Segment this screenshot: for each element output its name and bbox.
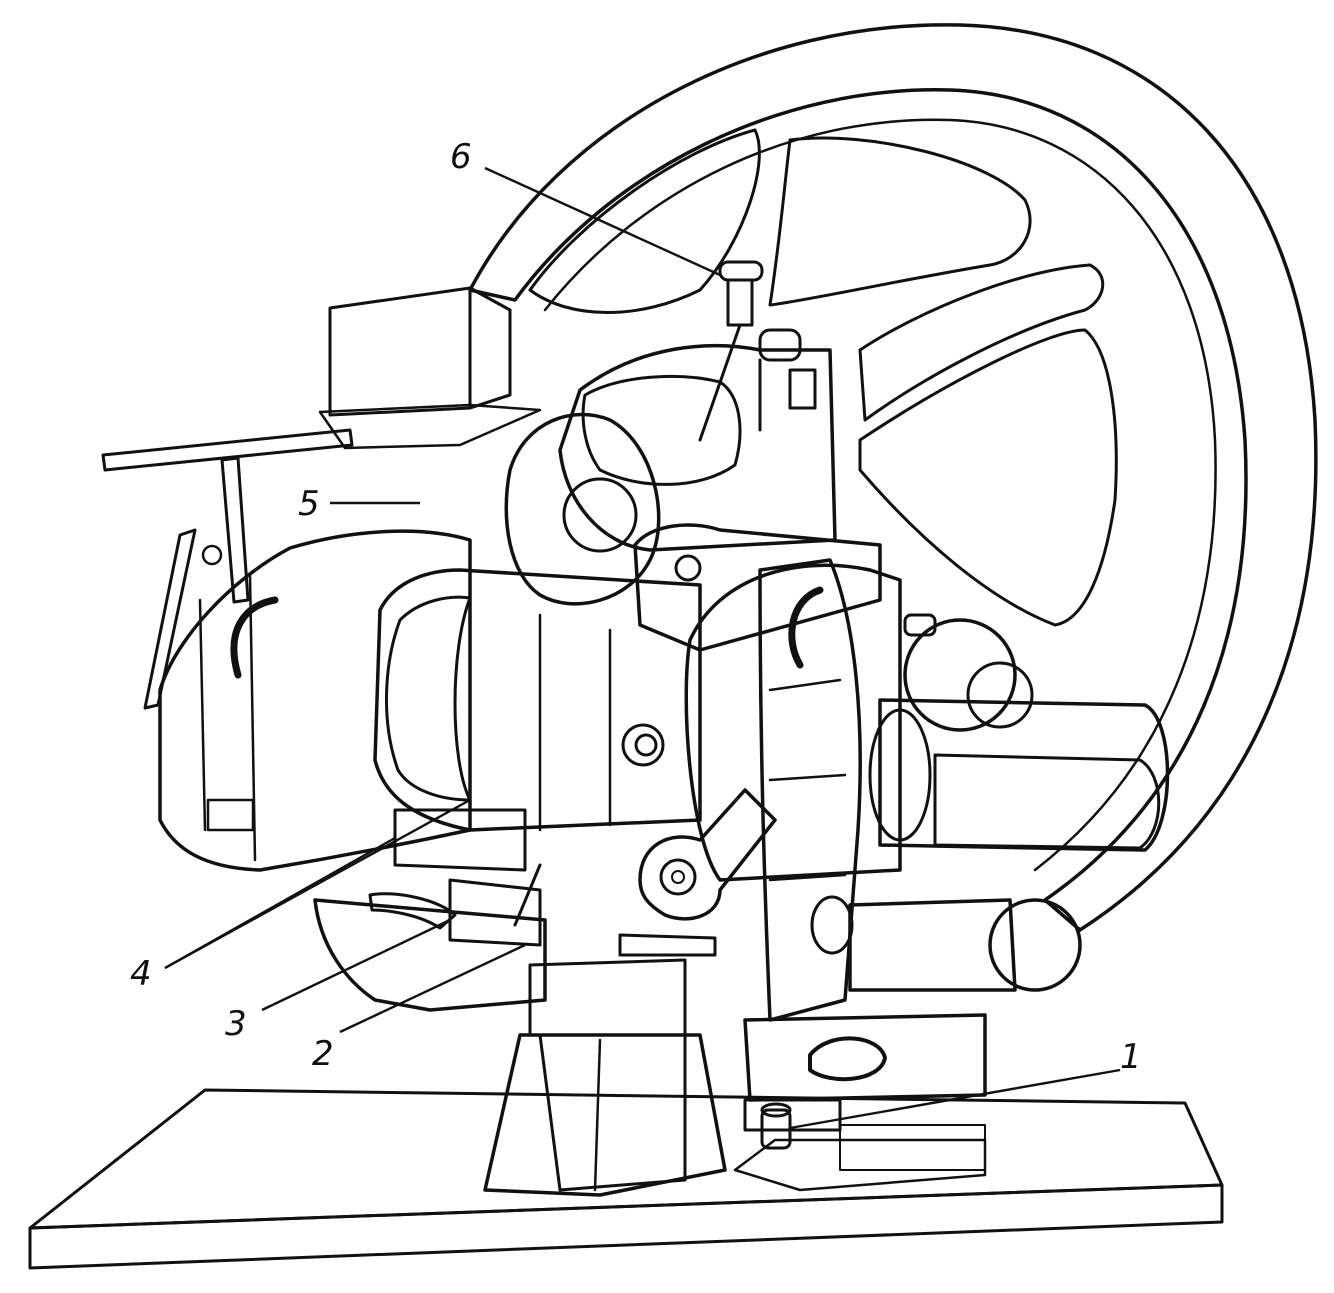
cylinder-barrel [373,568,702,832]
handle-left [230,596,279,679]
callout-label-5: 5 [298,484,320,524]
flywheel [468,23,1318,932]
leader-6 [484,166,721,277]
lever-4 [393,808,527,872]
link-arm [638,788,777,921]
crankcase-lower [313,808,717,1012]
left-support-rod [101,428,354,710]
base-plate [28,1088,1224,1270]
callout-label-4: 4 [130,954,152,994]
anchor-bolt [760,1102,792,1150]
governor-housing [633,523,902,1022]
callout-label-6: 6 [450,137,472,177]
callout-label-2: 2 [312,1034,334,1074]
crankshaft-end [868,613,1170,852]
flywheel-window-top-left [528,128,761,314]
leader-3 [261,918,451,1012]
leader-1 [789,1068,1121,1130]
fuel-filter [808,895,1082,1082]
air-cleaner [504,412,661,606]
pedestal [483,958,987,1197]
leader-2 [339,943,526,1034]
callout-label-1: 1 [1120,1037,1142,1077]
handle-right [788,586,824,669]
callout-label-3: 3 [225,1004,247,1044]
callout-labels: 1 2 3 4 5 6 [130,137,1142,1077]
callout-leaders [164,166,1121,1130]
flywheel-window-top-right [768,136,1032,307]
flywheel-window-right [858,328,1118,627]
crankcase-left [158,529,472,872]
fuel-tank [318,286,542,450]
cylinder-head [558,260,837,552]
leader-4b [164,798,471,970]
